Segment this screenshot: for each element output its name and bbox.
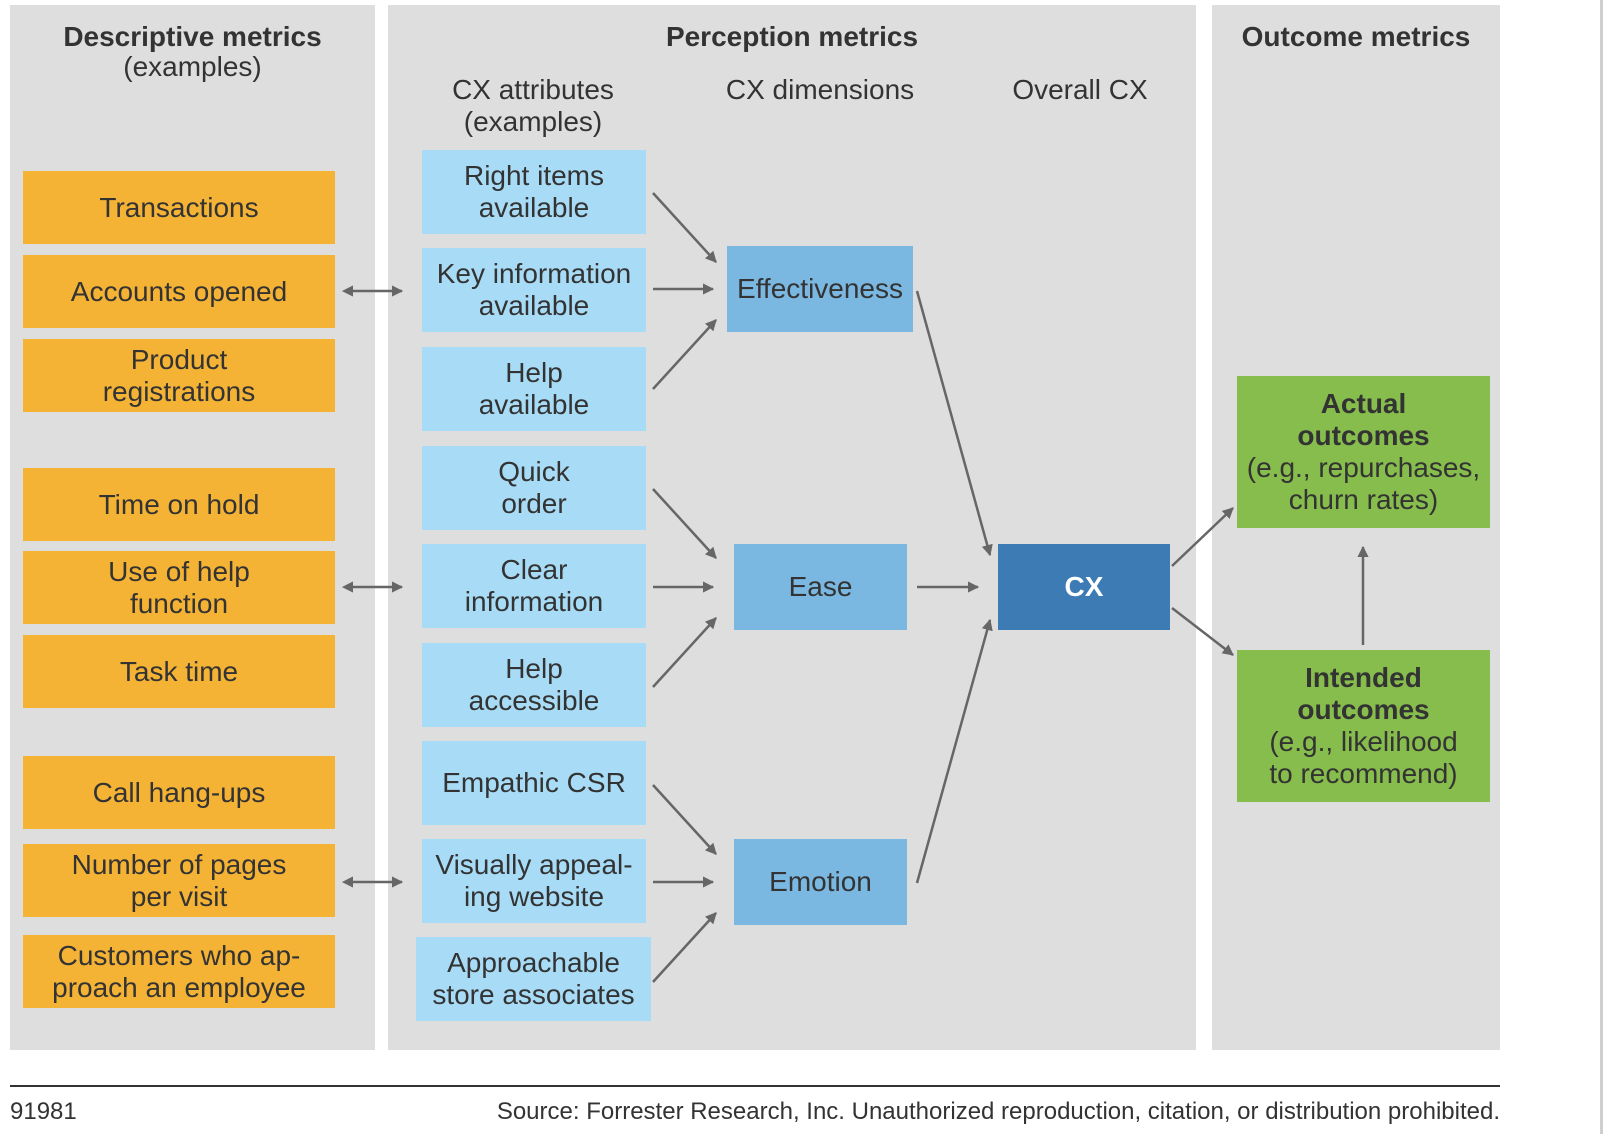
cx-attribute-box: Visually appeal-ing website: [422, 839, 646, 923]
attribute-line: Help: [505, 357, 563, 388]
attribute-line: Clear: [500, 554, 568, 585]
overall-cx-box: CX: [998, 544, 1170, 630]
attribute-line: Approachable: [447, 947, 620, 978]
attribute-line: available: [478, 192, 590, 223]
cx-attributes-header-line: (examples): [463, 106, 603, 137]
arrow: [1171, 507, 1234, 567]
intended-outcomes-title-line: outcomes: [1297, 694, 1430, 725]
metric-line: Accounts opened: [70, 275, 288, 307]
arrow: [652, 912, 717, 983]
arrow: [915, 618, 993, 884]
actual-outcomes-title-line: Actual: [1320, 388, 1407, 419]
descriptive-title-text: Descriptive metrics: [63, 21, 322, 52]
metric-line: proach an employee: [52, 971, 306, 1003]
arrow: [652, 192, 717, 263]
figure-id: 91981: [10, 1098, 77, 1125]
attribute-line: accessible: [468, 685, 600, 716]
metric-line: Transactions: [99, 191, 259, 223]
intended-outcomes-box: Intended outcomes (e.g., likelihood to r…: [1237, 650, 1490, 802]
attribute-line: available: [478, 290, 590, 321]
arrow: [652, 488, 717, 559]
metric-line: function: [129, 587, 229, 619]
descriptive-metric-box: Time on hold: [23, 468, 335, 541]
perception-panel-title: Perception metrics: [665, 21, 919, 52]
descriptive-metric-box: Task time: [23, 635, 335, 708]
intended-outcomes-detail-line: to recommend): [1269, 758, 1458, 789]
intended-outcomes-detail-line: (e.g., likelihood: [1269, 726, 1458, 757]
descriptive-metric-box: Transactions: [23, 171, 335, 244]
attribute-line: ing website: [463, 881, 605, 912]
metric-line: Task time: [119, 655, 239, 687]
attribute-line: information: [464, 586, 604, 617]
descriptive-subtitle-text: (examples): [123, 51, 262, 82]
cx-dimension-emotion: Emotion: [734, 839, 907, 925]
attribute-line: store associates: [432, 979, 635, 1010]
metric-line: Number of pages: [71, 848, 287, 880]
arrow: [652, 319, 717, 390]
actual-outcomes-box: Actual outcomes (e.g., repurchases, chur…: [1237, 376, 1490, 528]
source-note: Source: Forrester Research, Inc. Unautho…: [496, 1098, 1500, 1125]
metric-line: per visit: [130, 880, 228, 912]
cx-attribute-box: Empathic CSR: [422, 741, 646, 825]
descriptive-panel-title: Descriptive metrics (examples): [10, 22, 375, 82]
attribute-line: Key information: [436, 258, 632, 289]
arrow: [1171, 607, 1234, 656]
cx-attributes-header: CX attributes (examples): [422, 74, 644, 138]
arrow: [915, 290, 993, 557]
descriptive-metric-box: Customers who ap-proach an employee: [23, 935, 335, 1008]
cx-attributes-header-line: CX attributes: [452, 74, 614, 105]
cx-dimension-effectiveness: Effectiveness: [727, 246, 913, 332]
scrollbar[interactable]: [1600, 0, 1603, 1134]
attribute-line: available: [478, 389, 590, 420]
metric-line: Time on hold: [98, 488, 260, 520]
intended-outcomes-title-line: Intended: [1305, 662, 1422, 693]
attribute-line: Help: [505, 653, 563, 684]
arrow: [652, 784, 717, 855]
attribute-line: Right items: [463, 160, 605, 191]
descriptive-metric-box: Accounts opened: [23, 255, 335, 328]
metric-line: Customers who ap-: [57, 939, 301, 971]
metric-line: Product: [130, 343, 228, 375]
outcome-panel-title: Outcome metrics: [1241, 21, 1471, 52]
actual-outcomes-detail-line: churn rates): [1288, 484, 1439, 515]
overall-cx-header: Overall CX: [1012, 74, 1148, 105]
metric-line: Call hang-ups: [92, 776, 266, 808]
metric-line: Use of help: [108, 555, 250, 587]
cx-dimension-ease: Ease: [734, 544, 907, 630]
metric-line: registrations: [102, 375, 256, 407]
attribute-line: Quick: [498, 456, 570, 487]
attribute-line: Empathic CSR: [442, 767, 626, 798]
descriptive-metric-box: Call hang-ups: [23, 756, 335, 829]
cx-dimensions-header: CX dimensions: [725, 74, 915, 105]
arrow: [652, 617, 717, 688]
footer-divider: [10, 1085, 1500, 1087]
actual-outcomes-title-line: outcomes: [1297, 420, 1430, 451]
attribute-line: Visually appeal-: [435, 849, 633, 880]
attribute-line: order: [501, 488, 567, 519]
actual-outcomes-detail-line: (e.g., repurchases,: [1246, 452, 1481, 483]
